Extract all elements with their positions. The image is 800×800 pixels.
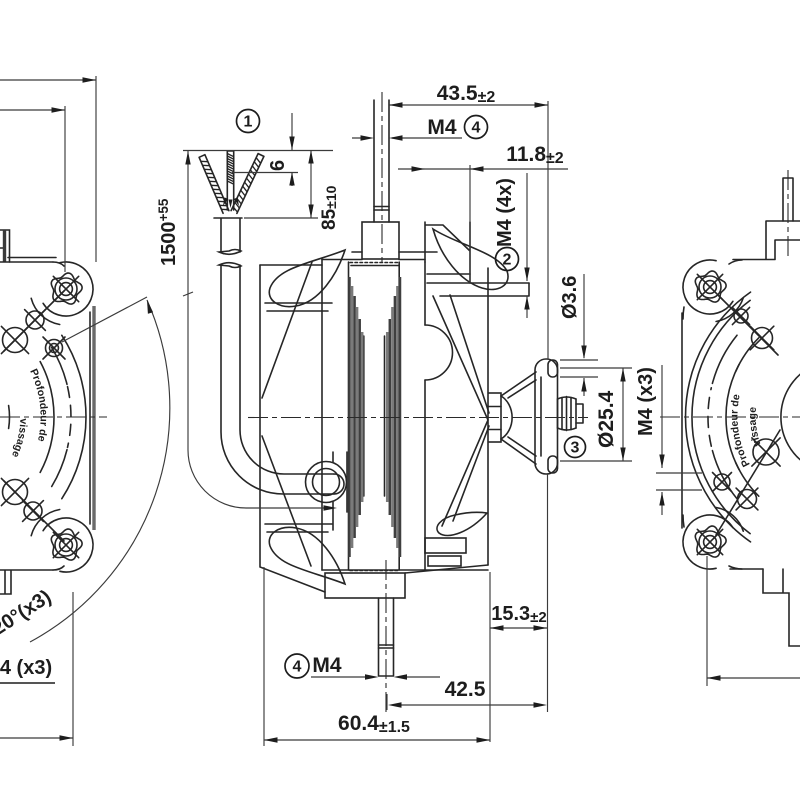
svg-text:Ø3.6: Ø3.6 <box>559 276 581 319</box>
svg-text:4: 4 <box>293 659 302 676</box>
svg-text:6: 6 <box>267 160 289 171</box>
svg-text:Ø25.4: Ø25.4 <box>595 390 618 448</box>
svg-text:42.5: 42.5 <box>445 678 486 701</box>
svg-text:3: 3 <box>571 440 580 457</box>
svg-text:M4: M4 <box>312 654 341 677</box>
svg-text:M4 (4x): M4 (4x) <box>494 178 516 247</box>
svg-text:4: 4 <box>472 120 481 137</box>
svg-text:60.4±1.5: 60.4±1.5 <box>338 712 410 736</box>
svg-text:1500+55: 1500+55 <box>156 198 180 266</box>
svg-text:85±10: 85±10 <box>319 185 340 230</box>
svg-text:4 (x3): 4 (x3) <box>0 657 52 679</box>
svg-text:2: 2 <box>503 252 512 269</box>
svg-text:M4: M4 <box>427 116 456 139</box>
svg-text:15.3±2: 15.3±2 <box>491 603 547 626</box>
svg-text:M4 (x3): M4 (x3) <box>635 367 657 436</box>
svg-text:1: 1 <box>244 114 253 131</box>
